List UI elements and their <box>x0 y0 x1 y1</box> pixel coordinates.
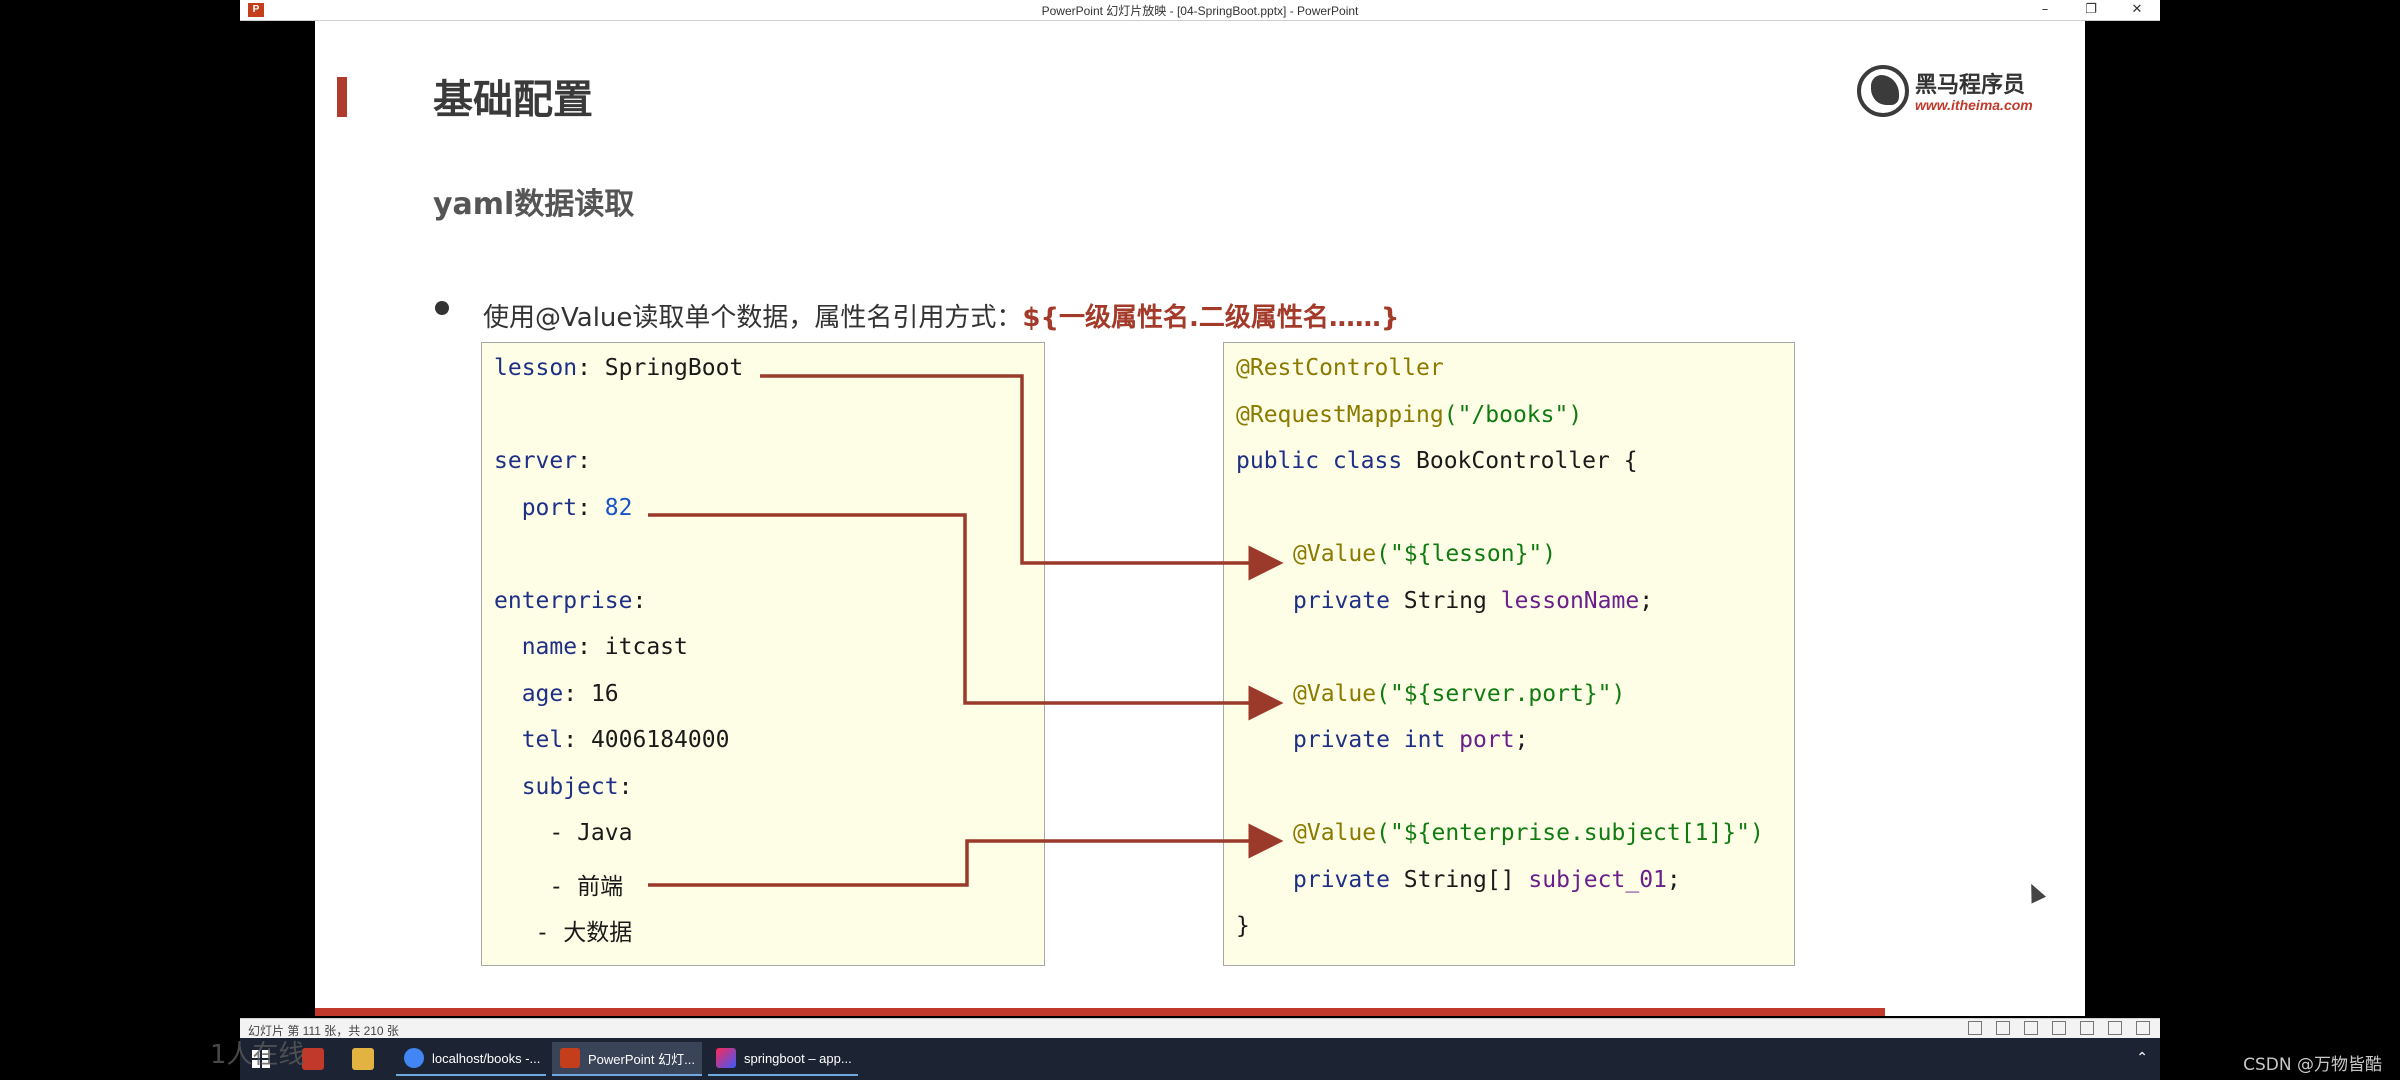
window-titlebar: P PowerPoint 幻灯片放映 - [04-SpringBoot.pptx… <box>240 0 2160 21</box>
java-line: @RequestMapping("/books") <box>1236 402 1583 428</box>
bullet-highlight: ${一级属性名.二级属性名……} <box>1022 303 1400 333</box>
normal-view-icon[interactable] <box>2052 1021 2066 1035</box>
bullet-text: 使用@Value读取单个数据，属性名引用方式：${一级属性名.二级属性名……} <box>483 297 1399 334</box>
chrome-icon <box>404 1048 424 1068</box>
java-line: @Value("${enterprise.subject[1]}") <box>1293 820 1764 846</box>
file-explorer-icon[interactable] <box>352 1048 374 1070</box>
task-intellij[interactable]: springboot – app... <box>708 1042 858 1076</box>
app-icon[interactable] <box>302 1048 324 1070</box>
yaml-line: tel: 4006184000 <box>494 727 730 753</box>
yaml-line: name: itcast <box>494 634 688 660</box>
close-button[interactable]: ✕ <box>2131 2 2143 17</box>
java-line: private int port; <box>1293 727 1529 753</box>
java-line: public class BookController { <box>1236 448 1638 474</box>
prev-slide-icon[interactable] <box>1968 1021 1982 1035</box>
online-count-overlay: 1人在线 <box>210 1040 305 1070</box>
yaml-line: subject: <box>494 774 633 800</box>
powerpoint-icon <box>560 1048 580 1068</box>
powerpoint-icon: P <box>248 3 264 17</box>
left-letterbox <box>240 21 315 1016</box>
slide-count: 幻灯片 第 111 张，共 210 张 <box>248 1024 399 1038</box>
yaml-line: server: <box>494 448 591 474</box>
java-line: private String[] subject_01; <box>1293 867 1681 893</box>
slide[interactable]: 黑 基础配置 黑马程序员 www.itheima.com yaml数据读取 使用… <box>315 21 2085 1016</box>
right-letterbox <box>2085 21 2160 1016</box>
slide-progress-bar <box>315 1008 1885 1016</box>
restore-button[interactable]: ❐ <box>2085 2 2097 17</box>
windows-taskbar: localhost/books -... PowerPoint 幻灯... sp… <box>240 1038 2160 1080</box>
task-chrome[interactable]: localhost/books -... <box>396 1042 546 1076</box>
yaml-line: - Java <box>494 820 633 846</box>
minimize-button[interactable]: – <box>2041 2 2049 17</box>
java-line: @Value("${server.port}") <box>1293 681 1626 707</box>
slideshow-icon[interactable] <box>2136 1021 2150 1035</box>
section-title: yaml数据读取 <box>433 187 635 222</box>
window-controls: – ❐ ✕ <box>2022 0 2160 20</box>
java-line: private String lessonName; <box>1293 588 1654 614</box>
slide-title: 基础配置 <box>433 77 593 123</box>
yaml-line: - 前端 <box>494 874 624 900</box>
title-accent-bar <box>337 77 347 117</box>
csdn-credit: CSDN @万物皆酷 <box>2243 1055 2382 1075</box>
java-line: @RestController <box>1236 355 1444 381</box>
window-title: PowerPoint 幻灯片放映 - [04-SpringBoot.pptx] … <box>1041 3 1359 18</box>
slide-sorter-icon[interactable] <box>2080 1021 2094 1035</box>
intellij-icon <box>716 1048 736 1068</box>
bullet-prefix: 使用@Value读取单个数据，属性名引用方式： <box>483 303 1023 333</box>
menu-icon[interactable] <box>1996 1021 2010 1035</box>
java-line: @Value("${lesson}") <box>1293 541 1557 567</box>
itheima-logo: 黑马程序员 www.itheima.com <box>1857 61 2047 121</box>
powerpoint-statusbar: 幻灯片 第 111 张，共 210 张 <box>240 1018 2160 1039</box>
reading-view-icon[interactable] <box>2108 1021 2122 1035</box>
yaml-line: - 大数据 <box>494 920 633 946</box>
mouse-cursor-icon <box>2023 880 2047 904</box>
tray-chevron-icon[interactable]: ⌃ <box>2136 1050 2148 1066</box>
yaml-line: lesson: SpringBoot <box>494 355 744 381</box>
bullet-icon <box>435 301 449 315</box>
yaml-code-box: lesson: SpringBoot server: port: 82 ente… <box>481 342 1045 966</box>
yaml-line: port: 82 <box>494 495 633 521</box>
yaml-line: age: 16 <box>494 681 619 707</box>
logo-url: www.itheima.com <box>1915 97 2033 113</box>
java-code-box: @RestController @RequestMapping("/books"… <box>1223 342 1795 966</box>
task-powerpoint[interactable]: PowerPoint 幻灯... <box>552 1042 702 1076</box>
horse-logo-icon <box>1857 65 1909 117</box>
yaml-line: enterprise: <box>494 588 647 614</box>
next-slide-icon[interactable] <box>2024 1021 2038 1035</box>
view-controls <box>1968 1021 2150 1035</box>
windows-start-icon[interactable] <box>252 1050 270 1068</box>
java-line: } <box>1236 913 1250 939</box>
logo-name: 黑马程序员 <box>1915 73 2026 98</box>
